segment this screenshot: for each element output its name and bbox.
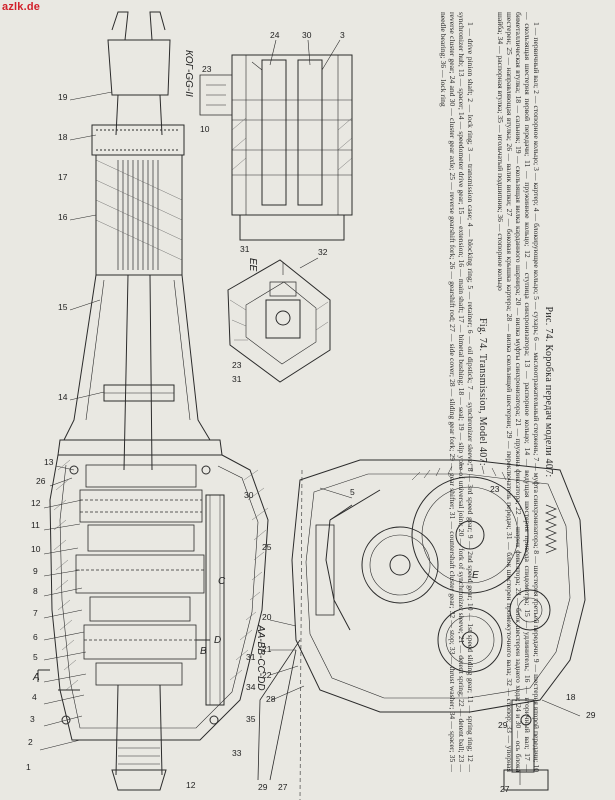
callout-8: 8 bbox=[33, 586, 38, 596]
callout-right-29b: 29 bbox=[258, 782, 268, 792]
callout-7: 7 bbox=[33, 608, 38, 618]
callout-detail-23: 23 bbox=[202, 64, 212, 74]
callout-17: 17 bbox=[58, 172, 68, 182]
callout-detail-30: 30 bbox=[302, 30, 312, 40]
callout-bottom-25: 25 bbox=[262, 542, 272, 552]
callout-detail-24: 24 bbox=[270, 30, 280, 40]
callout-bottom-31: 31 bbox=[246, 652, 256, 662]
callout-18: 18 bbox=[58, 132, 68, 142]
callout-bottom-12: 12 bbox=[186, 780, 196, 790]
callout-right-20: 20 bbox=[262, 612, 272, 622]
caption-title-en: Fig. 74. Transmission, Model 407: bbox=[477, 318, 489, 466]
callout-right-23: 23 bbox=[490, 484, 500, 494]
callout-mid-32: 32 bbox=[318, 247, 328, 257]
site-watermark: azlk.de bbox=[2, 1, 41, 13]
callout-12: 12 bbox=[31, 498, 41, 508]
callout-14: 14 bbox=[58, 392, 68, 402]
callout-19: 19 bbox=[58, 92, 68, 102]
callout-bottom-33: 33 bbox=[232, 748, 242, 758]
callout-mid-23: 23 bbox=[232, 360, 242, 370]
callout-detail-31: 31 bbox=[240, 244, 250, 254]
callout-10: 10 bbox=[31, 544, 41, 554]
callout-13: 13 bbox=[44, 457, 54, 467]
section-mark-c: C bbox=[218, 576, 226, 587]
caption-title-ru: Рис. 74. Коробка передач модели 407: bbox=[543, 306, 554, 478]
callout-right-27: 27 bbox=[500, 784, 510, 794]
section-mark-e: E bbox=[472, 570, 479, 581]
callout-right-27b: 27 bbox=[278, 782, 288, 792]
section-mark-a: A bbox=[32, 672, 40, 683]
callout-15: 15 bbox=[58, 302, 68, 312]
callout-3: 3 bbox=[30, 714, 35, 724]
callout-1: 1 bbox=[26, 762, 31, 772]
callout-11: 11 bbox=[31, 520, 40, 530]
callout-26: 26 bbox=[36, 476, 46, 486]
callout-16: 16 bbox=[58, 212, 68, 222]
section-kk-ii-label: КОГ-GG-II bbox=[183, 50, 194, 97]
callout-right-29: 29 bbox=[498, 720, 508, 730]
callout-4: 4 bbox=[32, 692, 37, 702]
callout-2: 2 bbox=[28, 737, 33, 747]
main-section-view bbox=[37, 11, 269, 791]
transmission-end-view bbox=[257, 459, 586, 800]
callout-right-28: 28 bbox=[266, 694, 276, 704]
callout-bottom-35: 35 bbox=[246, 714, 256, 724]
callout-right-22: 22 bbox=[262, 670, 272, 680]
callout-bottom-30: 30 bbox=[244, 490, 254, 500]
caption-legend-ru: 1 — первичный вал; 2 — стопорное кольцо;… bbox=[495, 12, 541, 772]
callout-bottom-34: 34 bbox=[246, 682, 256, 692]
section-mark-b: B bbox=[200, 646, 207, 657]
callout-detail-10: 10 bbox=[200, 124, 210, 134]
callout-5: 5 bbox=[33, 652, 38, 662]
section-ee-label: EE bbox=[247, 258, 258, 272]
callout-detail-3: 3 bbox=[340, 30, 345, 40]
figure-caption: Рис. 74. Коробка передач модели 407: 1 —… bbox=[355, 12, 555, 772]
section-mark-d: D bbox=[214, 635, 221, 646]
callout-right-29c: 29 bbox=[586, 710, 596, 720]
callout-6: 6 bbox=[33, 632, 38, 642]
callout-mid-31: 31 bbox=[232, 374, 242, 384]
callout-right-21: 21 bbox=[262, 644, 272, 654]
caption-legend-en: 1 — drive pinion shaft; 2 — lock ring; 3… bbox=[439, 12, 476, 772]
countershaft-detail-view bbox=[199, 39, 353, 241]
section-aa-dd-label: АА-ВВ-СС-DD bbox=[255, 624, 266, 691]
callout-9: 9 bbox=[33, 566, 38, 576]
callout-right-18: 18 bbox=[566, 692, 576, 702]
section-ee-detail-view bbox=[227, 257, 331, 383]
callout-right-5: 5 bbox=[350, 487, 355, 497]
